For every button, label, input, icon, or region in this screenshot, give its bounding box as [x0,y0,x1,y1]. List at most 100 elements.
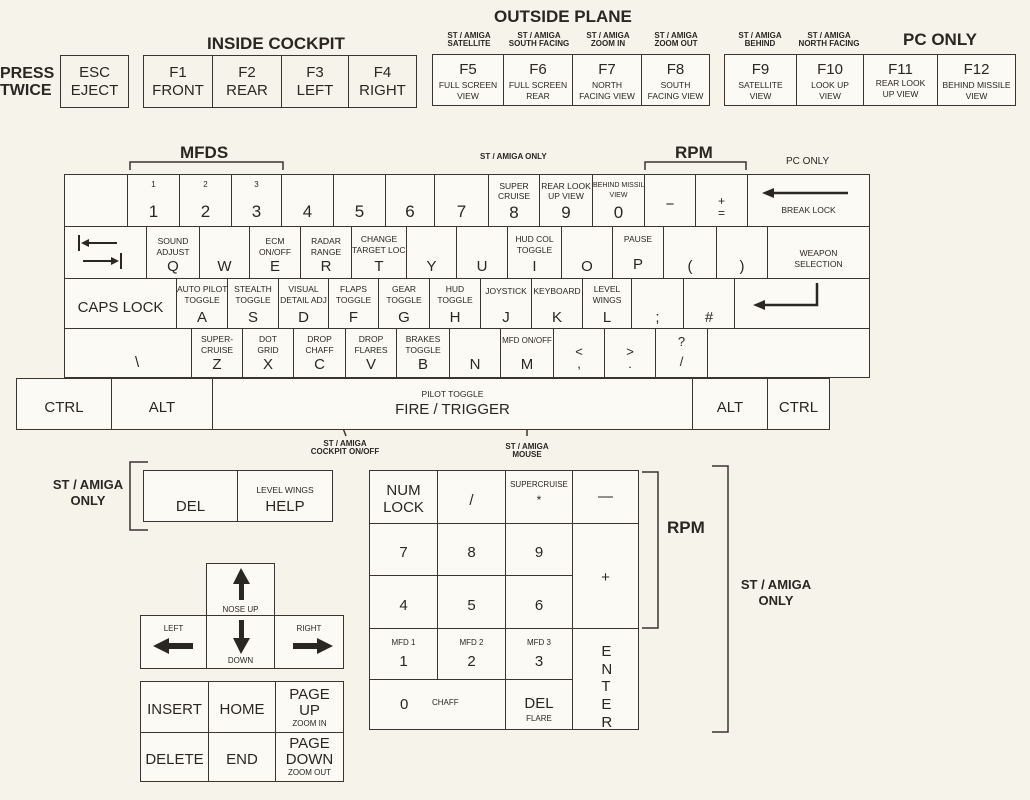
key-p[interactable]: PAUSE P [612,226,664,279]
key-end[interactable]: END [208,732,276,782]
f5-key[interactable]: F5 FULL SCREEN VIEW [432,54,504,106]
key-tab[interactable] [64,226,147,279]
key-d[interactable]: VISUAL DETAIL ADJ D [278,278,329,329]
numpad-slash[interactable]: / [437,470,506,524]
key-j[interactable]: JOYSTICK J [480,278,532,329]
key-return[interactable] [734,278,870,329]
key-1[interactable]: 1 1 [127,174,180,227]
key-alt-right[interactable]: ALT [692,378,768,430]
key-home[interactable]: HOME [208,681,276,733]
f10-key[interactable]: F10 LOOK UP VIEW [796,54,864,106]
key-comma[interactable]: < , [553,328,605,378]
key-ctrl-right[interactable]: CTRL [767,378,830,430]
key-b[interactable]: BRAKES TOGGLE B [396,328,450,378]
key-slash[interactable]: ? / [655,328,708,378]
f12-key[interactable]: F12 BEHIND MISSILE VIEW [937,54,1016,106]
key-left-paren[interactable]: ( [663,226,717,279]
key-right-shift[interactable] [707,328,870,378]
key-u[interactable]: U [456,226,508,279]
key-help[interactable]: LEVEL WINGS HELP [237,470,333,522]
key-f[interactable]: FLAPS TOGGLE F [328,278,379,329]
key-c[interactable]: DROP CHAFF C [293,328,346,378]
f2-key[interactable]: F2 REAR [212,55,282,108]
numpad-plus[interactable]: + [572,523,639,629]
esc-key[interactable]: ESC EJECT [60,55,129,108]
numpad-star[interactable]: SUPERCRUISE * [505,470,573,524]
key-5[interactable]: 5 [333,174,386,227]
numpad-enter[interactable]: ENTER [572,628,639,731]
key-2[interactable]: 2 2 [179,174,232,227]
key-alt-left[interactable]: ALT [111,378,213,430]
numpad-2[interactable]: MFD 2 2 [437,628,506,680]
key-insert[interactable]: INSERT [140,681,209,733]
key-plus-equals[interactable]: + = [695,174,748,227]
numpad-6[interactable]: 6 [505,575,573,629]
key-q[interactable]: SOUND ADJUST Q [146,226,200,279]
key-backslash[interactable]: \ [64,328,192,378]
numpad-3[interactable]: MFD 3 3 [505,628,573,680]
key-backtick[interactable] [64,174,128,227]
key-x[interactable]: DOT GRID X [242,328,294,378]
key-weapon-selection[interactable]: WEAPON SELECTION [767,226,870,279]
key-v[interactable]: DROP FLARES V [345,328,397,378]
key-del[interactable]: DEL [143,470,238,522]
key-i[interactable]: HUD COL TOGGLE I [507,226,562,279]
key-t[interactable]: CHANGE TARGET LOCK T [351,226,411,279]
numpad-numlock[interactable]: NUM LOCK [369,470,438,524]
numpad-1[interactable]: MFD 1 1 [369,628,438,680]
key-7[interactable]: 7 [434,174,489,227]
key-right-paren[interactable]: ) [716,226,768,279]
key-y[interactable]: Y [406,226,457,279]
key-h[interactable]: HUD TOGGLE H [429,278,481,329]
f9-key[interactable]: F9 SATELLITE VIEW [724,54,797,106]
key-9[interactable]: REAR LOOK UP VIEW 9 [539,174,593,227]
key-a[interactable]: AUTO PILOT TOGGLE A [176,278,228,329]
key-arrow-down[interactable]: DOWN [206,615,275,669]
key-m[interactable]: MFD ON/OFF M [500,328,554,378]
key-ctrl-left[interactable]: CTRL [16,378,112,430]
key-0[interactable]: BEHIND MISSILE VIEW 0 [592,174,649,227]
numpad-4[interactable]: 4 [369,575,438,629]
key-minus[interactable]: − [644,174,696,227]
numpad-5[interactable]: 5 [437,575,506,629]
key-arrow-right[interactable]: RIGHT [274,615,344,669]
f8-key[interactable]: F8 SOUTH FACING VIEW [641,54,710,106]
f11-key[interactable]: F11 REAR LOOK UP VIEW [863,54,938,106]
numpad-8[interactable]: 8 [437,523,506,576]
key-s[interactable]: STEALTH TOGGLE S [227,278,279,329]
f7-key[interactable]: F7 NORTH FACING VIEW [572,54,642,106]
key-n[interactable]: N [449,328,501,378]
f6-key[interactable]: F6 FULL SCREEN REAR [503,54,573,106]
key-e[interactable]: ECM ON/OFF E [249,226,301,279]
key-g[interactable]: GEAR TOGGLE G [378,278,430,329]
key-caps-lock[interactable]: CAPS LOCK [64,278,177,329]
key-k[interactable]: KEYBOARD K [531,278,583,329]
key-8[interactable]: SUPER CRUISE 8 [488,174,540,227]
f3-key[interactable]: F3 LEFT [281,55,349,108]
key-z[interactable]: SUPER- CRUISE Z [191,328,243,378]
key-r[interactable]: RADAR RANGE R [300,226,352,279]
f4-key[interactable]: F4 RIGHT [348,55,417,108]
numpad-7[interactable]: 7 [369,523,438,576]
key-arrow-left[interactable]: LEFT [140,615,207,669]
key-o[interactable]: O [561,226,613,279]
key-l[interactable]: LEVEL WINGS L [582,278,632,329]
key-hash[interactable]: # [683,278,735,329]
press-twice-label-2: TWICE [0,82,52,99]
key-page-down[interactable]: PAGE DOWN ZOOM OUT [275,732,344,782]
key-6[interactable]: 6 [385,174,435,227]
key-backspace[interactable]: BREAK LOCK [747,174,870,227]
numpad-del[interactable]: DEL FLARE [505,679,573,730]
key-w[interactable]: W [199,226,250,279]
key-arrow-up[interactable]: NOSE UP [206,563,275,616]
key-semicolon[interactable]: ; [631,278,684,329]
key-delete[interactable]: DELETE [140,732,209,782]
key-3[interactable]: 3 3 [231,174,282,227]
key-4[interactable]: 4 [281,174,334,227]
numpad-0[interactable]: 0 CHAFF [369,679,506,730]
key-period[interactable]: > . [604,328,656,378]
numpad-9[interactable]: 9 [505,523,573,576]
key-page-up[interactable]: PAGE UP ZOOM IN [275,681,344,733]
key-spacebar[interactable]: PILOT TOGGLE FIRE / TRIGGER [212,378,693,430]
numpad-minus[interactable]: — [572,470,639,524]
